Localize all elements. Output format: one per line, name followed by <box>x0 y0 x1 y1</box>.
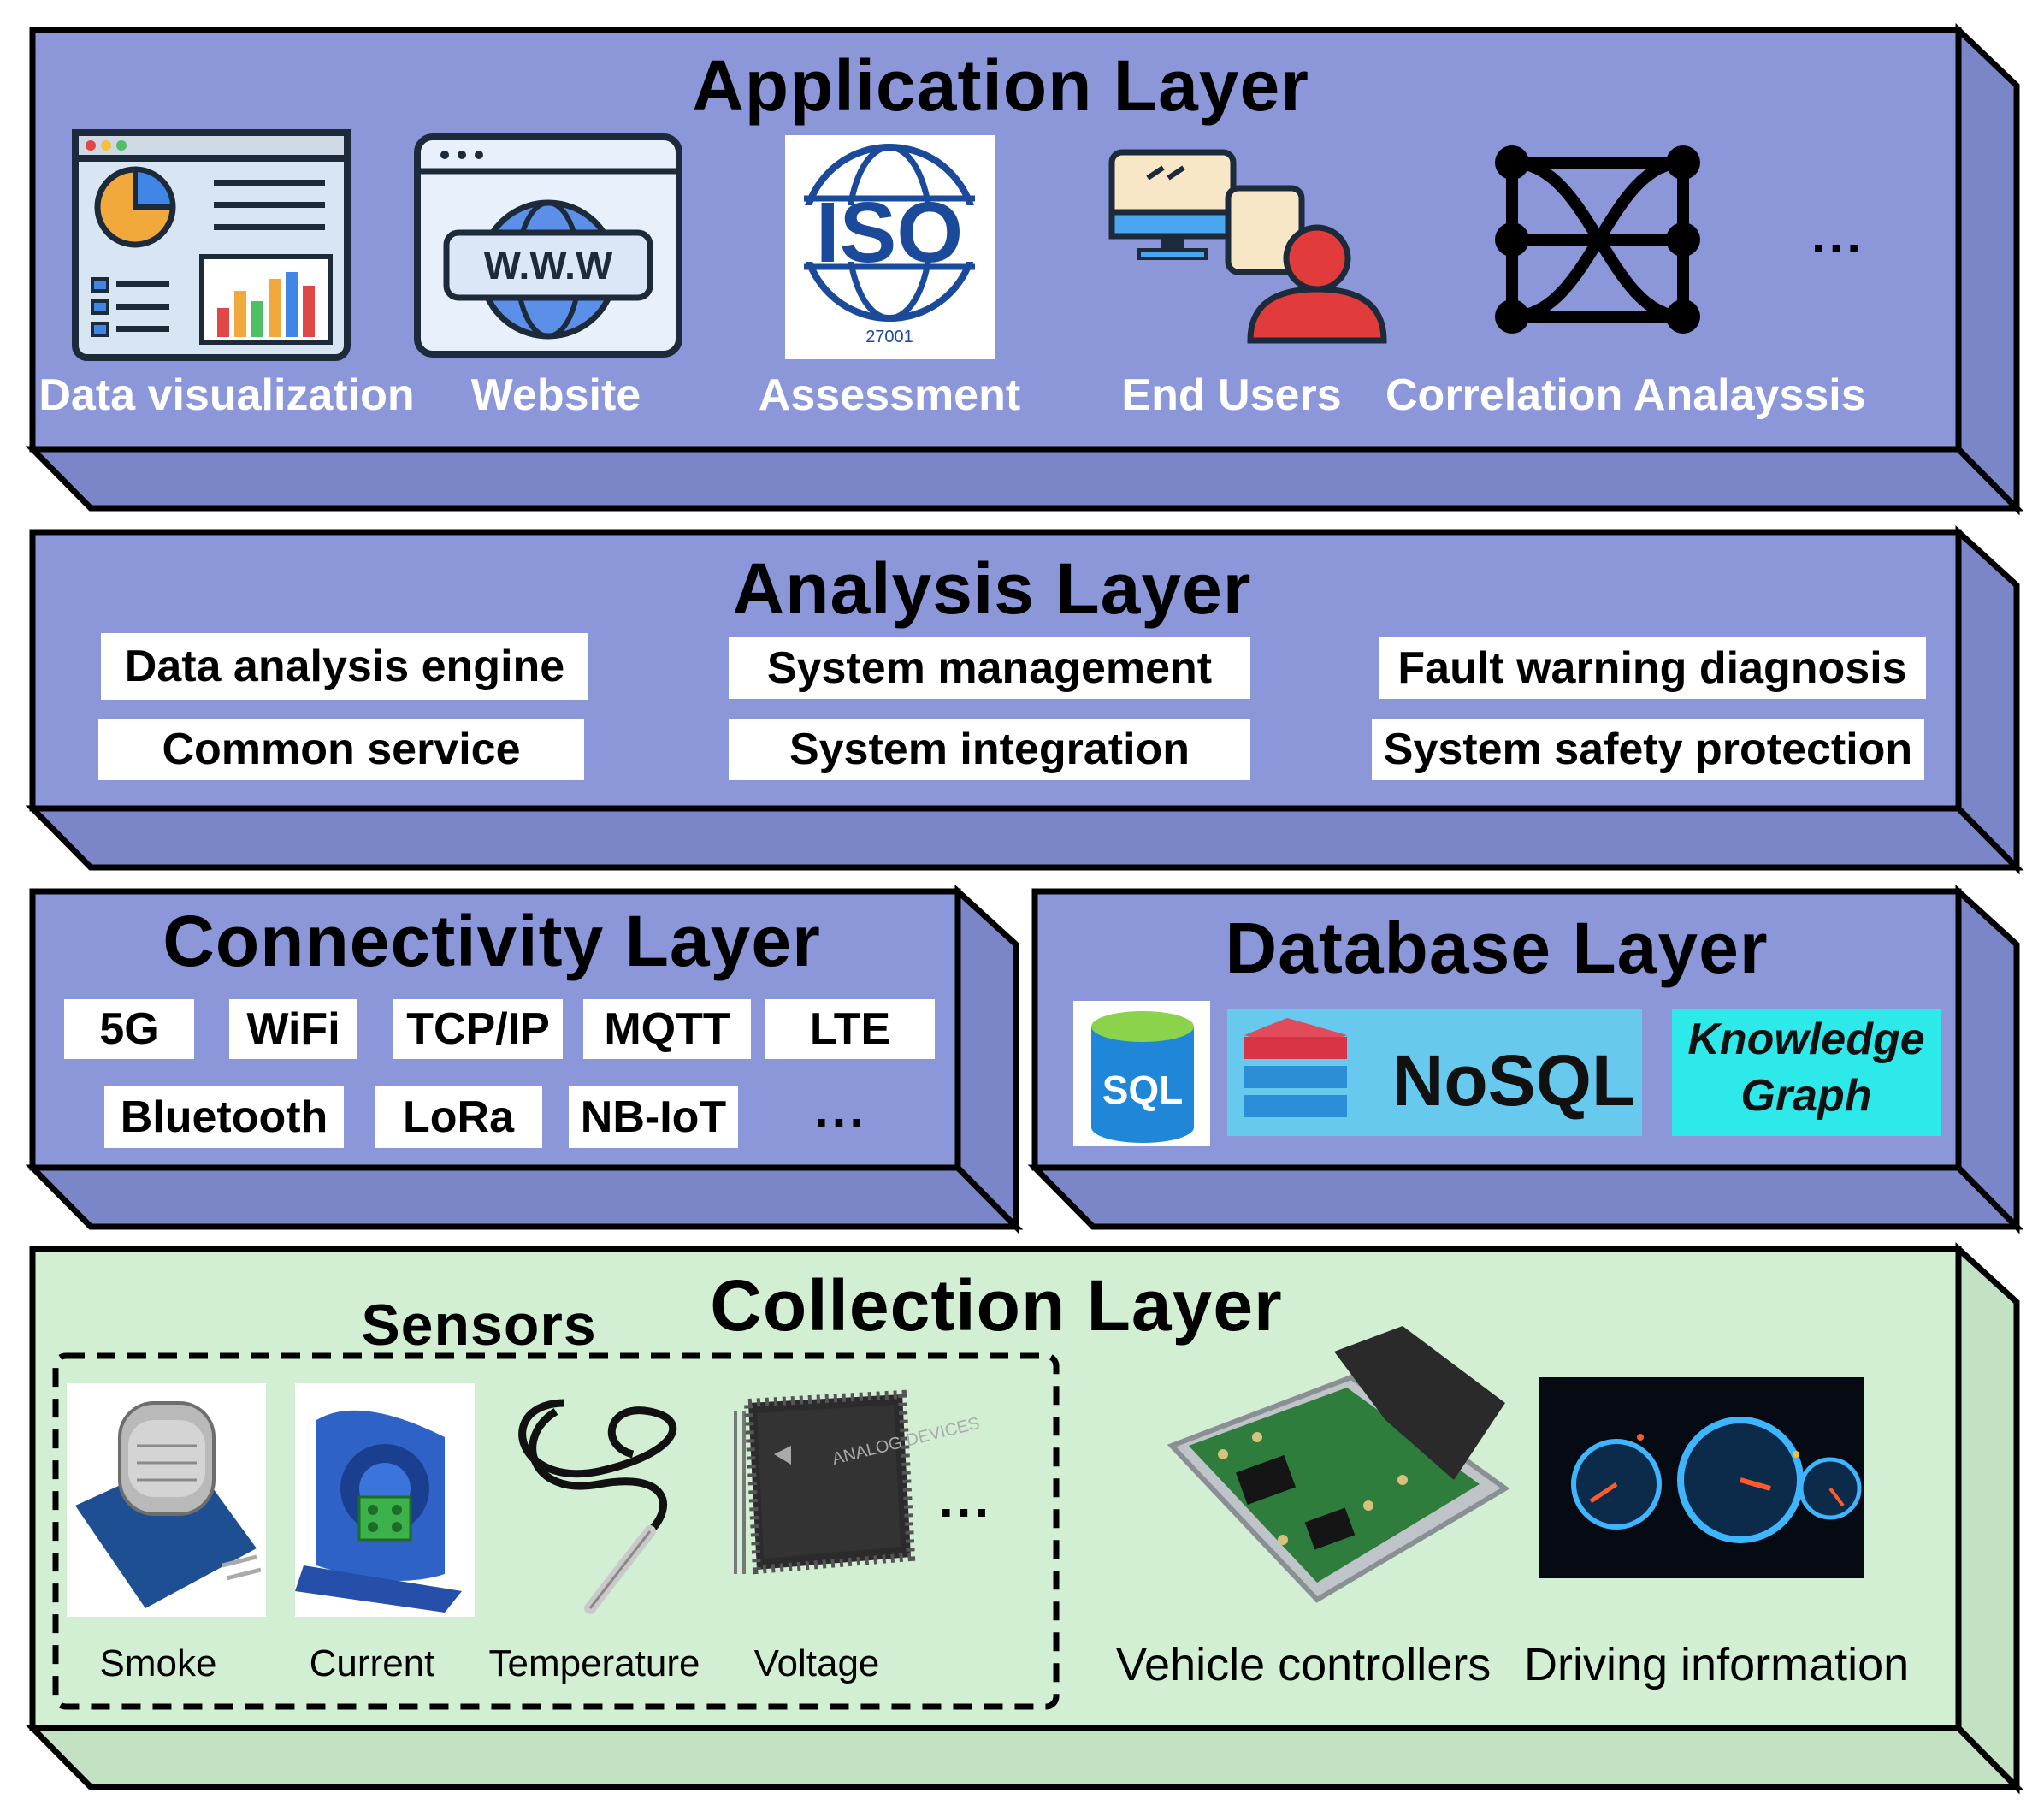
computer-user-icon <box>1108 149 1387 344</box>
dashboard-icon <box>72 129 351 361</box>
conn-box-wifi: WiFi <box>229 999 357 1059</box>
connectivity-layer-title: Connectivity Layer <box>162 901 821 981</box>
svg-text:27001: 27001 <box>865 328 913 346</box>
smoke-sensor-icon <box>67 1383 266 1617</box>
analysis-layer-title: Analysis Layer <box>732 548 1252 629</box>
conn-box-mqtt: MQTT <box>583 999 751 1059</box>
nosql-database-icon: NoSQL <box>1227 1009 1642 1136</box>
sensors-group-title: Sensors <box>361 1293 597 1358</box>
database-layer-title: Database Layer <box>1225 908 1769 988</box>
sensor-label-smoke: Smoke <box>99 1642 217 1684</box>
sensors-more-ellipsis: ... <box>939 1471 993 1528</box>
conn-box-nb-iot: NB-IoT <box>569 1086 738 1148</box>
connectivity-more-ellipsis: ... <box>814 1080 868 1138</box>
svg-text:W.W.W: W.W.W <box>484 243 613 287</box>
analysis-box-system-safety-protection: System safety protection <box>1372 719 1924 780</box>
app-item-label-website: Website <box>470 370 641 420</box>
app-item-label-end-users: End Users <box>1121 370 1342 420</box>
svg-text:SQL: SQL <box>1102 1068 1184 1112</box>
conn-box-lte: LTE <box>765 999 935 1059</box>
svg-text:NoSQL: NoSQL <box>1392 1040 1636 1121</box>
ecu-board-icon <box>1167 1326 1510 1603</box>
svg-text:Graph: Graph <box>1740 1071 1871 1121</box>
application-layer-title: Application Layer <box>692 45 1309 126</box>
knowledge-graph-box: Knowledge Graph <box>1672 1009 1941 1136</box>
sensor-label-temperature: Temperature <box>488 1642 700 1684</box>
application-more-ellipsis: ... <box>1811 206 1865 263</box>
collection-layer-title: Collection Layer <box>710 1265 1283 1346</box>
sql-database-icon: SQL <box>1073 1001 1210 1146</box>
analysis-box-fault-warning-diagnosis: Fault warning diagnosis <box>1379 637 1926 699</box>
conn-box-5g: 5G <box>64 999 194 1059</box>
voltage-chip-icon: ANALOG DEVICES <box>734 1389 982 1575</box>
current-sensor-icon <box>295 1383 475 1617</box>
svg-text:ISO: ISO <box>816 185 963 281</box>
app-item-label-correlation-analysis: Correlation Analayssis <box>1385 370 1866 420</box>
iso-27001-icon: ISO 27001 <box>785 135 995 359</box>
app-item-label-data-visualization: Data visualization <box>38 370 415 420</box>
label-driving-information: Driving information <box>1524 1639 1910 1690</box>
analysis-box-system-management: System management <box>729 637 1250 699</box>
temperature-probe-icon <box>518 1399 677 1614</box>
svg-text:Knowledge: Knowledge <box>1687 1015 1924 1064</box>
analysis-box-system-integration: System integration <box>729 719 1250 780</box>
www-browser-icon: W.W.W <box>414 133 682 358</box>
conn-box-bluetooth: Bluetooth <box>104 1086 344 1148</box>
label-vehicle-controllers: Vehicle controllers <box>1116 1639 1492 1690</box>
sensor-label-current: Current <box>309 1642 435 1684</box>
dashboard-gauge-icon <box>1539 1377 1864 1578</box>
sensor-label-voltage: Voltage <box>753 1642 880 1684</box>
analysis-box-data-analysis-engine: Data analysis engine <box>101 633 588 700</box>
conn-box-tcp-ip: TCP/IP <box>393 999 563 1059</box>
conn-box-lora: LoRa <box>375 1086 542 1148</box>
app-item-label-assessment: Assessment <box>758 370 1021 420</box>
sensors-group-box <box>52 1352 1060 1710</box>
network-nodes-icon <box>1495 145 1700 334</box>
analysis-box-common-service: Common service <box>98 719 584 780</box>
